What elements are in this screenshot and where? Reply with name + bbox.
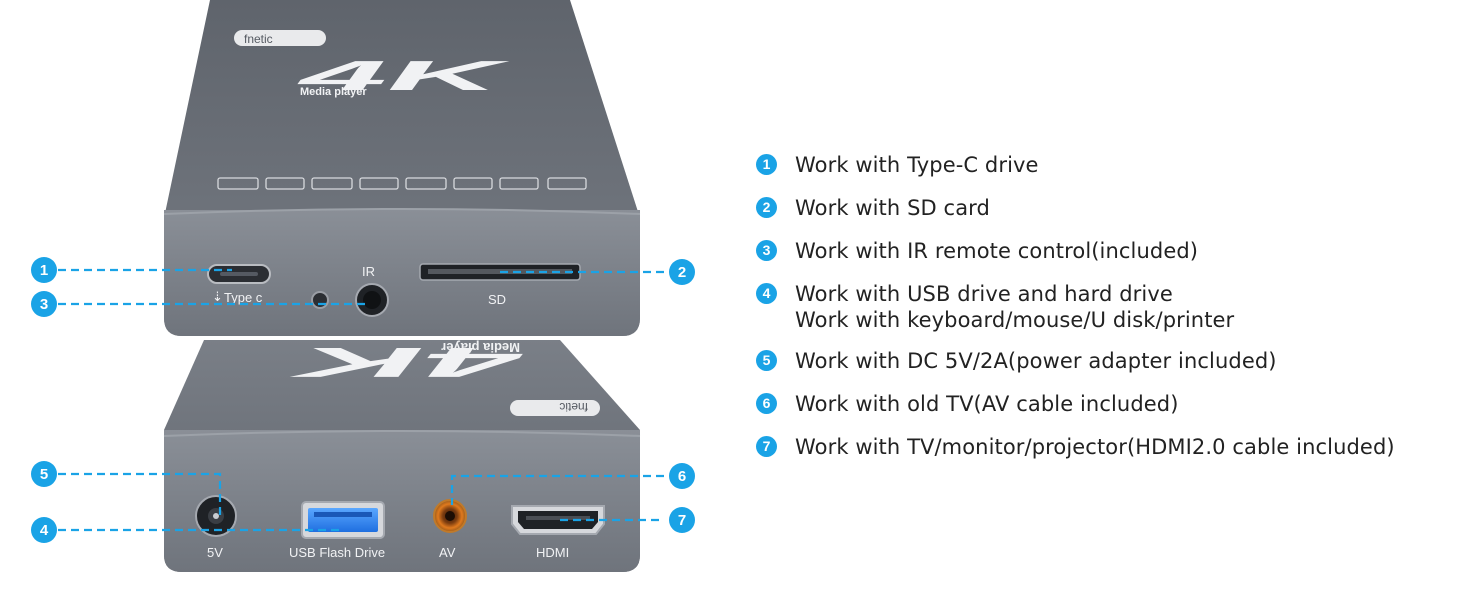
edit-button-icon (405, 177, 447, 190)
brand-label-bottom: fnetic (510, 400, 600, 416)
callout-marker-5: 5 (31, 461, 57, 487)
callout-marker-2: 2 (669, 259, 695, 285)
callout-markers: 1 2 3 4 5 6 7 (31, 257, 695, 543)
feature-line: Work with keyboard/mouse/U disk/printer (795, 308, 1235, 332)
usb-label: USB Flash Drive (289, 545, 385, 560)
type-c-port: ⇣ Type c (207, 264, 271, 305)
svg-text:1: 1 (40, 262, 48, 279)
callout-marker-4: 4 (31, 517, 57, 543)
feature-line: Work with DC 5V/2A(power adapter include… (795, 349, 1277, 373)
logo-sub-top: Media player (300, 86, 367, 98)
feature-line: Work with Type-C drive (795, 153, 1039, 177)
feature-text: Work with Type-C drive (795, 152, 1039, 178)
menu-button-icon (265, 177, 305, 190)
callout-marker-1: 1 (31, 257, 57, 283)
feature-number-badge: 2 (756, 197, 777, 218)
callout-lines (58, 268, 664, 532)
sd-label: SD (488, 292, 506, 307)
logo-sub-bottom: Media player (441, 340, 520, 355)
feature-number-badge: 5 (756, 350, 777, 371)
usb-symbol-icon: ⇣ (212, 289, 223, 304)
callout-marker-6: 6 (669, 463, 695, 489)
feature-item-5: 5 Work with DC 5V/2A(power adapter inclu… (756, 348, 1277, 374)
svg-text:5: 5 (40, 466, 48, 483)
svg-text:2: 2 (678, 264, 686, 281)
feature-line: Work with old TV(AV cable included) (795, 392, 1179, 416)
ir-label: IR (362, 264, 375, 279)
feature-text: Work with USB drive and hard drive Work … (795, 281, 1234, 333)
feature-text: Work with IR remote control(included) (795, 238, 1198, 264)
top-device: fnetic 4K Media player ⇣ Type c (163, 0, 641, 336)
feature-item-1: 1 Work with Type-C drive (756, 152, 1039, 178)
callout-marker-3: 3 (31, 291, 57, 317)
av-jack: AV (433, 499, 467, 560)
feature-text: Work with TV/monitor/projector(HDMI2.0 c… (795, 434, 1395, 460)
svg-text:3: 3 (40, 296, 48, 313)
logo-bottom: 4K Media player (289, 339, 524, 386)
dc-power-jack: 5V (195, 495, 237, 560)
callout-line-6 (450, 474, 664, 505)
play-button-icon (453, 177, 493, 190)
home-button-icon (217, 177, 259, 190)
av-label: AV (439, 545, 456, 560)
feature-item-2: 2 Work with SD card (756, 195, 990, 221)
back-button-icon (311, 177, 353, 190)
logo-4k-bottom: 4K (289, 339, 524, 386)
brand-label-top: fnetic (234, 30, 326, 46)
logo-top: 4K Media player (296, 52, 510, 99)
feature-number-badge: 4 (756, 283, 777, 304)
button-icon-row (217, 177, 587, 190)
feature-number-badge: 6 (756, 393, 777, 414)
hdmi-label: HDMI (536, 545, 569, 560)
dc-label: 5V (207, 545, 223, 560)
feature-text: Work with SD card (795, 195, 990, 221)
feature-item-4: 4 Work with USB drive and hard drive Wor… (756, 281, 1234, 333)
feature-line: Work with SD card (795, 196, 990, 220)
next-button-icon (547, 177, 587, 190)
feature-line: Work with IR remote control(included) (795, 239, 1199, 263)
logo-4k-top: 4K (296, 52, 510, 99)
feature-line: Work with USB drive and hard drive (795, 282, 1173, 306)
prev-button-icon (499, 177, 539, 190)
type-c-label: Type c (224, 290, 263, 305)
hdmi-port: HDMI (511, 505, 605, 560)
setup-button-icon (359, 177, 399, 190)
feature-item-7: 7 Work with TV/monitor/projector(HDMI2.0… (756, 434, 1395, 460)
svg-text:4: 4 (40, 522, 49, 539)
feature-item-3: 3 Work with IR remote control(included) (756, 238, 1198, 264)
feature-item-6: 6 Work with old TV(AV cable included) (756, 391, 1179, 417)
feature-text: Work with DC 5V/2A(power adapter include… (795, 348, 1277, 374)
svg-text:7: 7 (678, 512, 686, 529)
svg-text:6: 6 (678, 468, 686, 485)
device-illustration: fnetic 4K Media player ⇣ Type c (31, 0, 695, 572)
brand-text-top: fnetic (244, 32, 273, 46)
feature-number-badge: 3 (756, 240, 777, 261)
reset-hole (311, 291, 329, 309)
bottom-device: 4K Media player fnetic 5V USB Flash Driv… (163, 339, 641, 572)
ir-sensor: IR (355, 264, 389, 317)
brand-text-bottom: fnetic (559, 400, 588, 414)
feature-number-badge: 7 (756, 436, 777, 457)
feature-text: Work with old TV(AV cable included) (795, 391, 1179, 417)
feature-line: Work with TV/monitor/projector(HDMI2.0 c… (795, 435, 1395, 459)
callout-marker-7: 7 (669, 507, 695, 533)
feature-number-badge: 1 (756, 154, 777, 175)
callout-line-5 (58, 472, 222, 515)
